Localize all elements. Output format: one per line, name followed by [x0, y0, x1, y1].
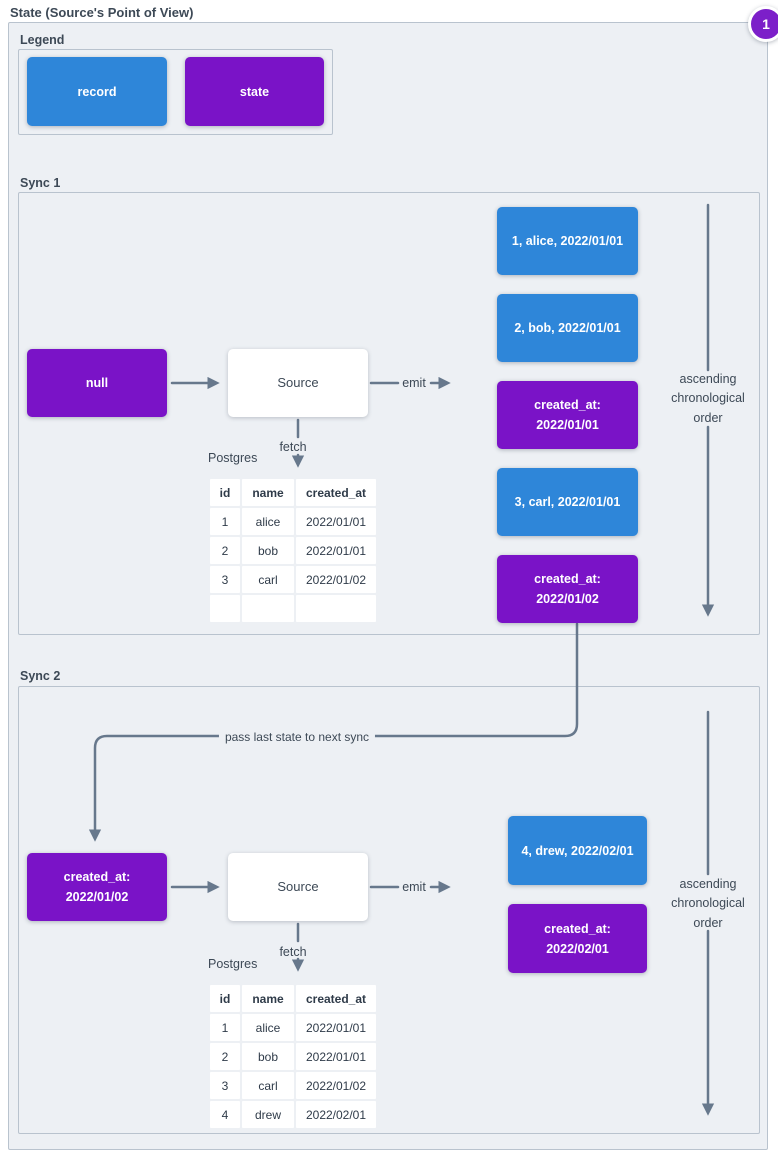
- table-row: 3 carl 2022/01/02: [210, 566, 376, 593]
- sync2-title: Sync 2: [20, 669, 61, 683]
- table-row: 2 bob 2022/01/01: [210, 1043, 376, 1070]
- sync1-record-1-label: 1, alice, 2022/01/01: [511, 234, 624, 248]
- sync2-source-label: Source: [277, 878, 319, 894]
- table-row: 1 alice 2022/01/01: [210, 1014, 376, 1041]
- sync2-state-1: created_at: 2022/02/01: [508, 904, 647, 973]
- legend-state-swatch: state: [185, 57, 324, 126]
- sync1-fetch-label: fetch: [279, 440, 307, 454]
- legend-record-label: record: [77, 84, 117, 99]
- sync1-state-1: created_at: 2022/01/01: [497, 381, 638, 449]
- sync1-record-1: 1, alice, 2022/01/01: [497, 207, 638, 275]
- sync2-th-name: name: [242, 985, 294, 1012]
- sync1-input-state-label: null: [85, 376, 109, 390]
- sync2-fetch-label: fetch: [279, 945, 307, 959]
- sync2-input-state-label: created_at: 2022/01/02: [63, 870, 131, 904]
- sync1-state-1-label: created_at: 2022/01/01: [534, 398, 601, 432]
- sync2-record-1: 4, drew, 2022/02/01: [508, 816, 647, 885]
- sync2-postgres-label: Postgres: [208, 957, 258, 971]
- sync1-order-label: ascending chronological order: [671, 371, 745, 425]
- sync1-th-name: name: [242, 479, 294, 506]
- sync1-source-node: Source: [228, 349, 368, 417]
- sync1-state-2-label: created_at: 2022/01/02: [534, 572, 601, 606]
- table-row: 2 bob 2022/01/01: [210, 537, 376, 564]
- sync2-postgres-table: id name created_at 1 alice 2022/01/01 2 …: [208, 983, 378, 1130]
- table-row-empty: [210, 595, 376, 622]
- sync2-state-1-label: created_at: 2022/02/01: [544, 921, 611, 956]
- pass-state-label: pass last state to next sync: [218, 729, 376, 745]
- sync1-emit-label: emit: [402, 376, 426, 390]
- table-row: 1 alice 2022/01/01: [210, 508, 376, 535]
- legend-panel: [18, 49, 333, 135]
- sync1-record-2-label: 2, bob, 2022/01/01: [514, 321, 621, 335]
- sync2-order-label: ascending chronological order: [671, 876, 745, 930]
- sync2-source-node: Source: [228, 853, 368, 921]
- table-row: 4 drew 2022/02/01: [210, 1101, 376, 1128]
- sync1-record-3: 3, carl, 2022/01/01: [497, 468, 638, 536]
- table-row: 3 carl 2022/01/02: [210, 1072, 376, 1099]
- sync2-record-1-label: 4, drew, 2022/02/01: [521, 843, 634, 858]
- sync1-source-label: Source: [277, 374, 319, 390]
- sync1-postgres-table: id name created_at 1 alice 2022/01/01 2 …: [208, 477, 378, 624]
- sync1-record-3-label: 3, carl, 2022/01/01: [514, 495, 621, 509]
- table-header-row: id name created_at: [210, 479, 376, 506]
- sync1-th-created: created_at: [296, 479, 376, 506]
- sync2-input-state-box: created_at: 2022/01/02: [27, 853, 167, 921]
- legend-title: Legend: [20, 33, 65, 47]
- table-header-row: id name created_at: [210, 985, 376, 1012]
- page-title: State (Source's Point of View): [10, 5, 194, 20]
- legend-state-label: state: [239, 84, 270, 99]
- sync1-input-state-box: null: [27, 349, 167, 417]
- sync1-record-2: 2, bob, 2022/01/01: [497, 294, 638, 362]
- step-badge: 1: [748, 6, 778, 42]
- legend-record-swatch: record: [27, 57, 167, 126]
- sync1-postgres-label: Postgres: [208, 451, 258, 465]
- sync1-state-2: created_at: 2022/01/02: [497, 555, 638, 623]
- sync2-emit-label: emit: [402, 880, 426, 894]
- sync2-th-id: id: [210, 985, 240, 1012]
- sync1-title: Sync 1: [20, 176, 61, 190]
- sync1-th-id: id: [210, 479, 240, 506]
- sync2-th-created: created_at: [296, 985, 376, 1012]
